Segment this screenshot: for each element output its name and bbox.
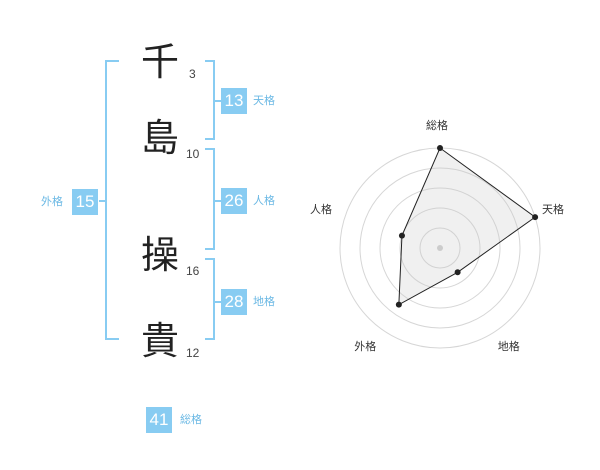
jinkaku-label: 人格 — [253, 194, 275, 207]
name-char-1: 千 — [140, 40, 179, 84]
stroke-count-4: 12 — [186, 346, 200, 360]
radar-axis-label-5: 人格 — [309, 203, 332, 217]
gaikaku-bracket-bottom — [105, 338, 119, 340]
radar-center-dot — [437, 245, 443, 251]
chikaku-bracket-bottom — [205, 338, 215, 340]
chikaku-label: 地格 — [253, 295, 275, 308]
name-char-3: 操 — [140, 233, 179, 277]
stroke-count-2: 10 — [186, 147, 200, 161]
soukaku-value-badge: 41 — [146, 407, 172, 433]
radar-ring — [399, 207, 481, 289]
tenkaku-value-badge: 13 — [221, 88, 247, 114]
soukaku-label: 総格 — [180, 413, 202, 426]
chikaku-value-badge: 28 — [221, 289, 247, 315]
radar-axis-label-4: 外格 — [354, 339, 377, 353]
stroke-count-3: 16 — [186, 264, 200, 278]
radar-point-1 — [437, 145, 443, 151]
radar-point-4 — [395, 301, 402, 308]
radar-point-3 — [454, 269, 461, 276]
jinkaku-bracket-top — [205, 148, 215, 150]
chikaku-connector — [213, 301, 221, 303]
name-char-4: 貴 — [140, 319, 179, 363]
radar-ring — [379, 187, 501, 309]
radar-point-2 — [532, 214, 539, 221]
radar-axis-label-1: 総格 — [426, 119, 448, 132]
tenkaku-label: 天格 — [253, 94, 275, 107]
tenkaku-bracket-bottom — [205, 138, 215, 140]
jinkaku-value-badge: 26 — [221, 188, 247, 214]
radar-point-5 — [398, 232, 405, 239]
gaikaku-bracket-top — [105, 60, 119, 62]
radar-series-polygon — [398, 147, 536, 306]
jinkaku-bracket-vertical — [213, 148, 215, 250]
tenkaku-connector — [213, 100, 221, 102]
jinkaku-connector — [213, 200, 221, 202]
gaikaku-label: 外格 — [41, 195, 63, 208]
radar-ring — [419, 227, 461, 269]
tenkaku-bracket-top — [205, 60, 215, 62]
chikaku-bracket-top — [205, 258, 215, 260]
chikaku-bracket-vertical — [213, 258, 215, 340]
radar-axis-label-3: 地格 — [497, 339, 520, 353]
stroke-count-1: 3 — [189, 67, 196, 81]
gaikaku-value-badge: 15 — [72, 189, 98, 215]
gaikaku-connector — [99, 200, 107, 202]
name-char-2: 島 — [140, 116, 179, 160]
jinkaku-bracket-bottom — [205, 248, 215, 250]
radar-axis-label-2: 天格 — [542, 203, 565, 217]
radar-ring — [359, 167, 521, 329]
